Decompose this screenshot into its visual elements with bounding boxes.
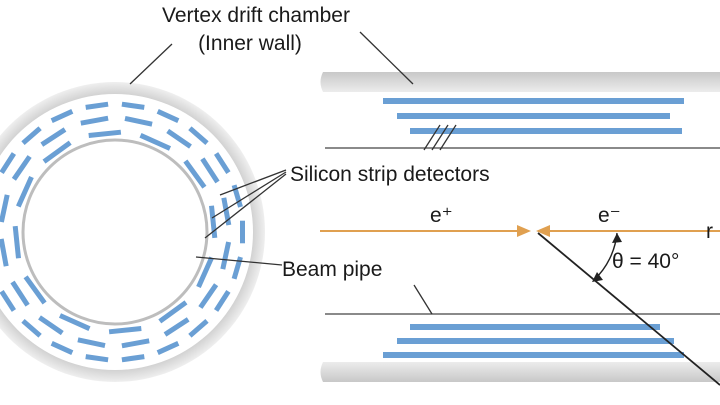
cross-section-view [0,82,265,382]
silicon-strip-segment [198,283,219,309]
silicon-strip-segment [158,300,188,324]
silicon-leader [219,169,287,196]
silicon-strip-segment [200,157,220,184]
vdc-leader-left [129,43,173,85]
silicon-strip-segment [12,225,21,259]
vdc-label-line2: (Inner wall) [198,32,302,55]
electron-arrowhead [536,225,550,237]
leader-lines [129,31,457,315]
vdc-label-line1: Vertex drift chamber [162,4,350,27]
silicon-strip-segment [0,238,9,267]
silicon-strip-segment [213,152,231,174]
silicon-strip-segment [58,313,91,331]
beam-pipe-ring [21,138,209,326]
silicon-leader [211,171,287,219]
silicon-strip-segment [121,101,145,110]
silicon-leader [431,124,449,151]
silicon-strip-segment [209,205,218,239]
silicon-strip-segment [80,115,109,126]
silicon-strip-segment [124,115,153,127]
angle-arrowhead-bottom [592,272,603,282]
silicon-leader [204,173,287,239]
silicon-strip-label: Silicon strip detectors [290,163,490,186]
silicon-strip-segment [42,140,72,164]
silicon-strip-segment [77,337,106,349]
silicon-strip-segment [88,129,122,138]
silicon-strip-segment [0,290,17,312]
silicon-strip-segment [11,155,32,181]
bottom-chamber-wall [320,362,720,382]
silicon-strip-segment [166,128,192,149]
silicon-strip-segment [40,127,67,147]
silicon-strip-segment [21,126,42,145]
upper-strip-detectors [383,98,684,134]
silicon-strip-segment [21,319,42,338]
silicon-strip-segment [121,338,150,349]
silicon-leader [423,124,441,151]
angle-arrowhead-top [612,233,622,243]
silicon-strip-segment [156,109,180,123]
silicon-strip-segment [163,317,190,337]
silicon-strip-segment [196,256,214,289]
side-view [320,72,720,386]
angle-label: θ = 40° [612,250,679,273]
silicon-strip-segment [183,159,207,189]
silicon-strip-segment [188,126,209,145]
silicon-strip-segment [10,280,30,307]
silicon-strip-segment [85,101,109,110]
vdc-leader-right [359,31,414,85]
electron-label: e⁻ [598,204,621,227]
silicon-strip-segment [0,152,17,174]
silicon-strip-segment [213,290,231,312]
top-chamber-wall [320,72,720,92]
edge-fragment-label: r [706,220,713,243]
silicon-strip-segment [38,315,64,336]
positron-label: e⁺ [430,204,453,227]
silicon-strip-segment [50,109,74,123]
silicon-strip-segment [16,175,34,208]
beam-pipe-leader-right [413,284,433,315]
lower-strip-detectors [383,324,684,358]
silicon-strip-segment [220,241,232,270]
silicon-strip-layers [0,101,245,363]
silicon-strip-segment [0,194,10,223]
positron-arrowhead [517,225,531,237]
silicon-strip-segment [188,319,209,338]
silicon-strip-segment [50,341,74,355]
silicon-strip-segment [108,326,142,335]
text-labels: Vertex drift chamber (Inner wall) Silico… [162,4,713,281]
silicon-strip-segment [139,133,172,151]
silicon-strip-segment [156,341,180,355]
particle-track [537,232,720,386]
silicon-strip-segment [23,275,47,305]
silicon-strip-segment [85,354,109,363]
silicon-leader [439,124,457,151]
silicon-strip-segment [121,354,145,363]
beam-pipe-leader-left [195,256,283,266]
beam-pipe-label: Beam pipe [282,258,382,281]
